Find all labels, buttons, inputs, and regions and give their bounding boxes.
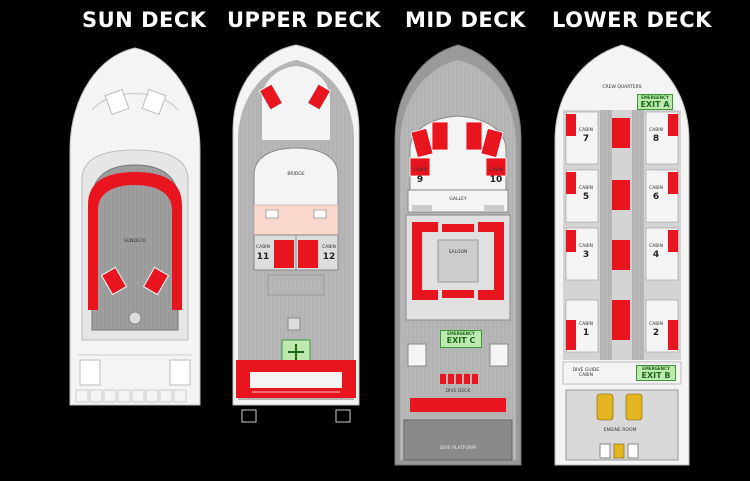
cabin-6-label: CABIN (648, 186, 663, 191)
crew-quarters-label: CREW QUARTERS (602, 85, 642, 90)
cabin-12-number: 12 (322, 252, 336, 262)
cabin-3-label: CABIN (578, 244, 593, 249)
upper-deck-title: UPPER DECK (227, 8, 382, 32)
lower-deck-title: LOWER DECK (552, 8, 712, 32)
dive-platform-label: DIVE PLATFORM (439, 446, 477, 451)
cabin-1-number: 1 (582, 328, 590, 338)
cabin-4-number: 4 (652, 250, 660, 260)
cabin-6-number: 6 (652, 192, 660, 202)
sun-deck-title: SUN DECK (82, 8, 207, 32)
cabin-8-number: 8 (652, 134, 660, 144)
exit-b-label: EXIT B (641, 371, 671, 380)
dive-deck-label: DIVE DECK (445, 389, 471, 394)
cabin-11-number: 11 (256, 252, 270, 262)
cabin-7-label: CABIN (578, 128, 593, 133)
cabin-7-number: 7 (582, 134, 590, 144)
galley-label: GALLEY (449, 197, 467, 202)
cabin-12-label: CABIN (321, 245, 336, 250)
cabin-3-number: 3 (582, 250, 590, 260)
cabin-2-number: 2 (652, 328, 660, 338)
cabin-11-label: CABIN (255, 245, 270, 250)
engine-room-label: ENGINE ROOM (603, 428, 637, 433)
cabin-8-label: CABIN (648, 128, 663, 133)
cabin-10-number: 10 (489, 175, 503, 185)
bridge-label: BRIDGE (287, 172, 305, 177)
cabin-2-label: CABIN (648, 322, 663, 327)
sundeck-label: SUNDECK (124, 239, 146, 244)
cabin-1-label: CABIN (578, 322, 593, 327)
cabin-5-number: 5 (582, 192, 590, 202)
dive-guide-cabin-label: DIVE GUIDE CABIN (572, 368, 600, 378)
exit-a-label: EXIT A (640, 100, 670, 109)
cabin-9-number: 9 (416, 175, 424, 185)
emergency-exit-b-sign: EMERGENCY EXIT B (636, 365, 676, 381)
emergency-exit-a-sign: EMERGENCY EXIT A (637, 94, 673, 110)
exit-c-label: EXIT C (446, 336, 476, 345)
exit-b-caption: EMERGENCY (642, 366, 670, 371)
mid-deck-title: MID DECK (405, 8, 526, 32)
cabin-4-label: CABIN (648, 244, 663, 249)
cabin-9-label: CABIN (412, 168, 427, 173)
upper-deck-plan (232, 44, 360, 423)
exit-a-caption: EMERGENCY (641, 95, 669, 100)
sun-deck-plan (69, 47, 201, 406)
cabin-5-label: CABIN (578, 186, 593, 191)
emergency-exit-c-sign: EMERGENCY EXIT C (440, 330, 482, 348)
exit-c-caption: EMERGENCY (447, 331, 475, 336)
cabin-10-label: CABIN (488, 168, 503, 173)
saloon-label: SALOON (448, 250, 468, 255)
mid-deck-plan (394, 44, 522, 466)
